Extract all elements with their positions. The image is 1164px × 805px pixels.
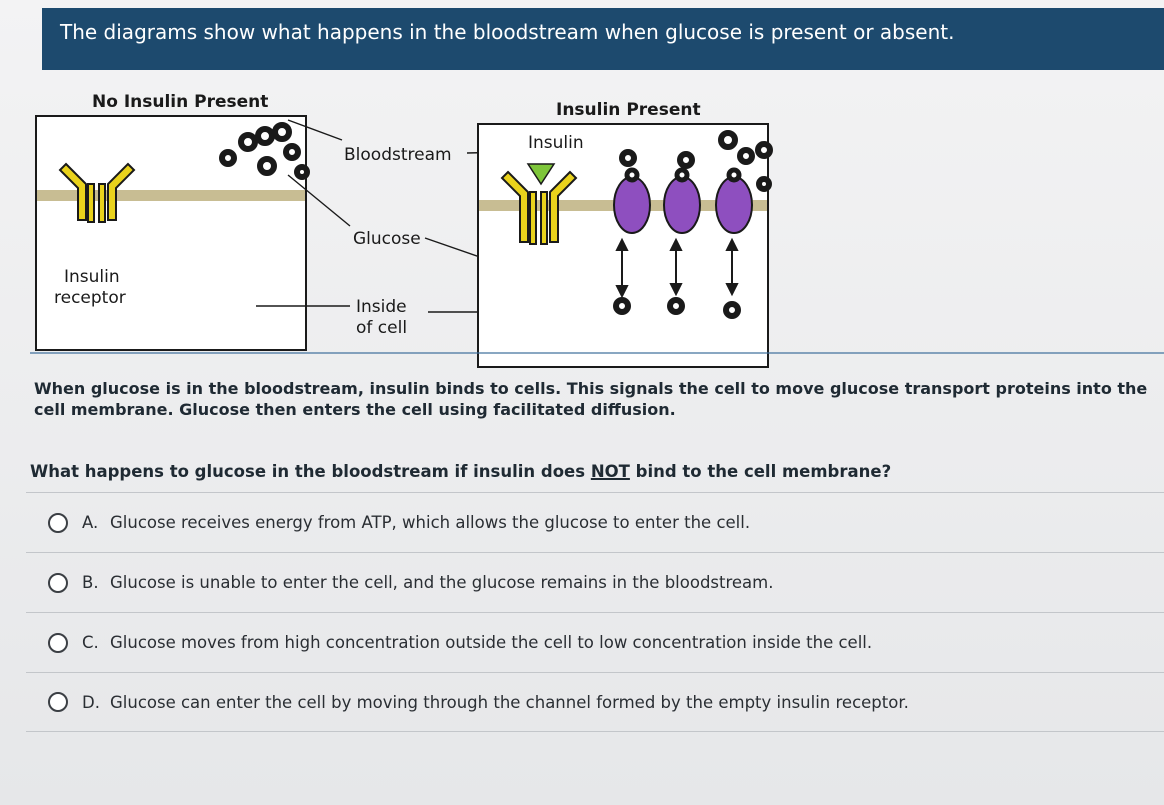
choice-b-text: Glucose is unable to enter the cell, and… xyxy=(110,573,774,592)
question-prompt: What happens to glucose in the bloodstre… xyxy=(30,462,1160,481)
choice-c-text: Glucose moves from high concentration ou… xyxy=(110,633,873,652)
question-header: The diagrams show what happens in the bl… xyxy=(42,8,1164,70)
insulin-label: Insulin xyxy=(528,133,584,153)
insulin-marker xyxy=(526,163,556,186)
left-cell-panel xyxy=(35,115,307,351)
section-divider xyxy=(30,352,1164,354)
choice-d-radio[interactable] xyxy=(48,692,68,712)
choice-b-letter: B. xyxy=(82,573,99,592)
bloodstream-label: Bloodstream xyxy=(344,145,452,165)
right-insulin-receptor xyxy=(500,170,578,245)
question-suffix: bind to the cell membrane? xyxy=(629,462,892,481)
choice-c-letter: C. xyxy=(82,633,99,652)
choice-c-radio[interactable] xyxy=(48,632,68,653)
header-title: The diagrams show what happens in the bl… xyxy=(60,20,955,44)
left-membrane xyxy=(37,190,305,201)
choice-d-letter: D. xyxy=(82,692,100,712)
choice-a-text: Glucose receives energy from ATP, which … xyxy=(110,513,751,532)
choice-c[interactable]: C. Glucose moves from high concentration… xyxy=(26,612,1164,672)
question-prefix: What happens to glucose in the bloodstre… xyxy=(30,462,591,481)
left-panel-title: No Insulin Present xyxy=(92,92,268,112)
choice-a-letter: A. xyxy=(82,513,99,532)
left-glucose-cluster xyxy=(219,122,310,180)
glucose-label: Glucose xyxy=(353,229,421,249)
choice-b[interactable]: B. Glucose is unable to enter the cell, … xyxy=(26,552,1164,612)
receptor-label-2: receptor xyxy=(54,288,126,308)
right-panel-title: Insulin Present xyxy=(556,100,701,120)
inside-glucose xyxy=(613,297,741,319)
choice-a[interactable]: A. Glucose receives energy from ATP, whi… xyxy=(26,492,1164,552)
transport-arrows xyxy=(615,237,739,299)
choice-d[interactable]: D. Glucose can enter the cell by moving … xyxy=(26,672,1164,732)
inside-cell-label-2: of cell xyxy=(356,318,407,338)
question-stem: When glucose is in the bloodstream, insu… xyxy=(34,379,1148,419)
question-emphasis: NOT xyxy=(590,462,630,481)
diagram-svg: No Insulin Present xyxy=(35,92,773,368)
choice-a-radio[interactable] xyxy=(48,512,68,533)
inside-cell-label-1: Inside xyxy=(356,297,407,317)
transport-proteins xyxy=(613,176,753,234)
choice-b-radio[interactable] xyxy=(48,572,68,593)
right-glucose-cluster xyxy=(619,130,773,192)
answer-choices: A. Glucose receives energy from ATP, whi… xyxy=(26,492,1164,732)
choice-d-text: Glucose can enter the cell by moving thr… xyxy=(110,692,909,712)
receptor-label-1: Insulin xyxy=(64,267,120,287)
protein-tops xyxy=(624,167,742,183)
left-insulin-receptor xyxy=(58,162,136,223)
insulin-diagram: No Insulin Present xyxy=(20,80,1164,380)
